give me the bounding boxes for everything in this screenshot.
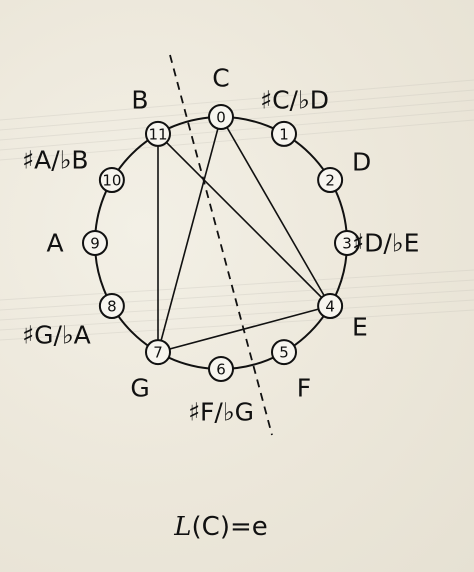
node-number: 11 [148,125,167,143]
node-circle [98,293,125,319]
pitch-class-node-6: 6 [208,356,234,382]
note-label-4: E [352,313,368,342]
note-label-11: B [131,86,148,115]
caption-open-paren: ( [192,512,202,542]
node-circle [145,339,171,366]
note-label-3: ♯D/♭E [352,229,419,258]
caption-argument: C [202,512,220,542]
node-number: 10 [102,172,121,190]
note-label-10: ♯A/♭B [22,146,89,175]
edge-0-4 [220,116,331,307]
pitch-class-node-10: 10 [98,167,125,193]
note-label-1: ♯C/♭D [260,86,329,115]
note-label-0: C [212,64,229,93]
node-number: 9 [90,235,100,253]
note-label-2: D [352,148,371,177]
node-circle [208,356,234,382]
node-number: 3 [342,235,352,253]
node-circle [271,339,297,366]
node-circle [317,167,344,193]
note-label-9: A [46,229,63,258]
node-circle [271,120,297,147]
triad-edges [157,116,331,353]
caption-result: e [252,512,268,542]
pitch-class-node-5: 5 [271,339,297,366]
reflection-axis-dashed-line [169,54,273,436]
note-label-7: G [130,374,149,403]
node-circle [334,230,360,256]
pitch-class-node-1: 1 [271,120,297,147]
node-circle [145,120,171,147]
pitch-class-node-0: 0 [208,104,234,130]
node-circle [208,104,234,130]
node-circle [98,167,125,193]
transformation-caption: L(C)=e [173,512,268,542]
pitch-class-node-11: 11 [145,120,171,147]
node-number: 2 [325,172,335,190]
pitch-class-nodes: 0 1 2 3 4 5 6 7 8 9 10 11 [82,104,360,382]
note-label-5: F [297,374,311,403]
edge-4-7 [157,305,331,353]
node-number: 5 [279,344,289,362]
node-number: 8 [107,298,117,316]
note-label-8: ♯G/♭A [22,321,91,350]
caption-close-paren-equals: )= [220,512,252,542]
node-circle [82,230,108,256]
note-name-labels: C ♯C/♭D D ♯D/♭E E F ♯F/♭G G ♯G/♭A A ♯A/♭B B [22,64,419,427]
edge-11-4 [157,133,331,307]
node-number: 7 [153,344,163,362]
background-staff-lines [0,79,474,341]
pitch-class-node-7: 7 [145,339,171,366]
node-number: 1 [279,125,289,143]
caption-function: L [173,512,191,542]
note-label-6: ♯F/♭G [188,398,254,427]
pitch-class-node-3: 3 [334,230,360,256]
node-number: 0 [216,109,226,127]
pitch-class-node-9: 9 [82,230,108,256]
pitch-class-node-4: 4 [317,293,344,319]
node-circle [317,293,344,319]
pitch-class-node-8: 8 [98,293,125,319]
edge-7-0 [157,116,222,353]
node-number: 6 [216,361,226,379]
pitch-class-node-2: 2 [317,167,344,193]
node-number: 4 [325,298,335,316]
